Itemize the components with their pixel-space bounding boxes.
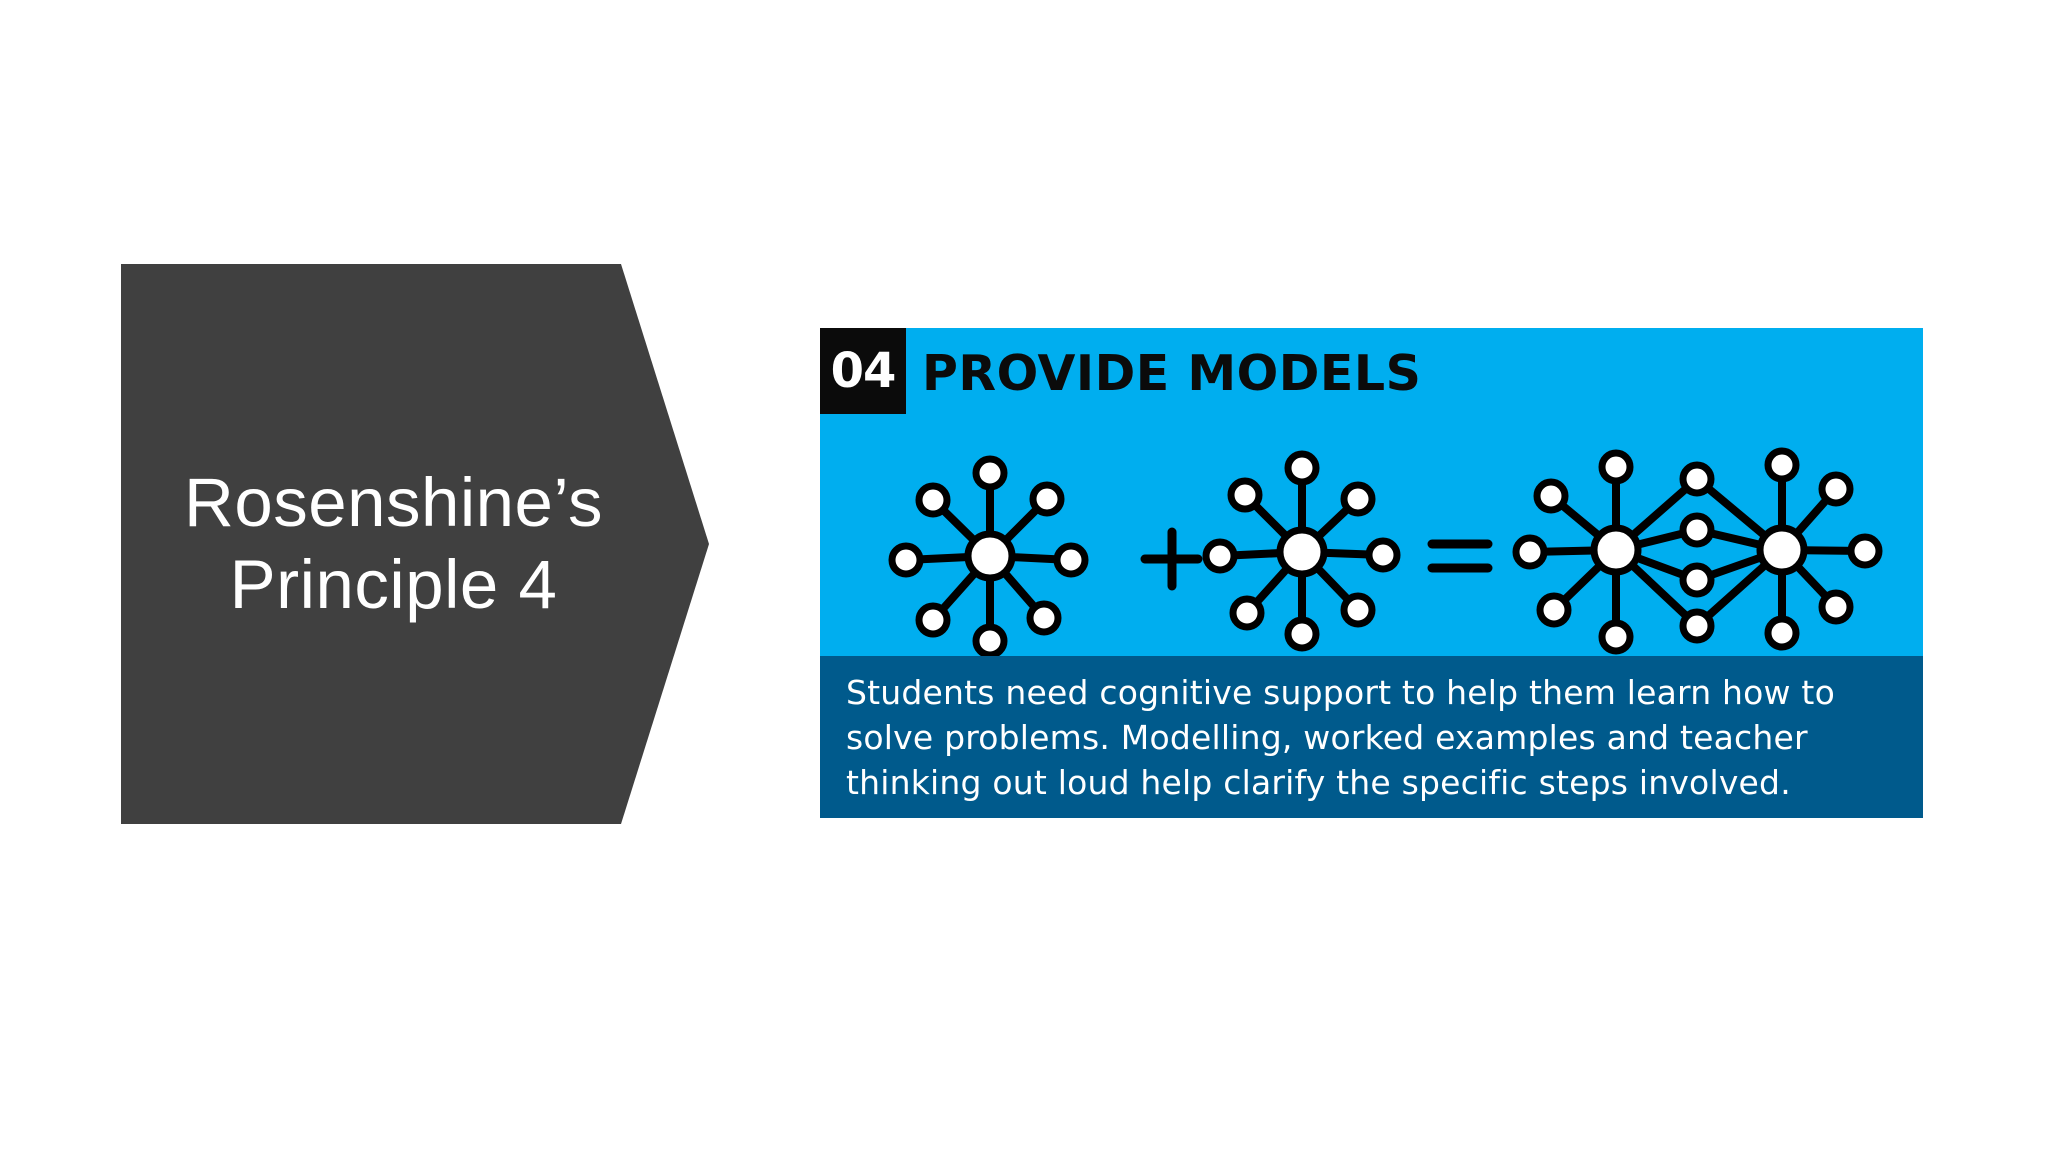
infographic-header-area: 04 PROVIDE MODELS [820, 328, 1923, 656]
slide-title-line-1: Rosenshine’s [184, 464, 603, 541]
description-line-1: Students need cognitive support to help … [846, 673, 1835, 712]
title-chevron-shape [121, 264, 709, 824]
provide-models-infographic: 04 PROVIDE MODELS [820, 328, 1923, 818]
infographic-heading: PROVIDE MODELS [922, 345, 1422, 402]
network-illustration [888, 447, 1883, 656]
description-line-3: thinking out loud help clarify the speci… [846, 763, 1791, 802]
infographic-description-area: Students need cognitive support to help … [820, 656, 1923, 818]
slide-title: Rosenshine’s Principle 4 [121, 264, 666, 824]
principle-number-badge: 04 [820, 328, 906, 414]
slide-title-line-2: Principle 4 [229, 546, 558, 623]
infographic-description: Students need cognitive support to help … [846, 670, 1906, 805]
description-line-2: solve problems. Modelling, worked exampl… [846, 718, 1808, 757]
